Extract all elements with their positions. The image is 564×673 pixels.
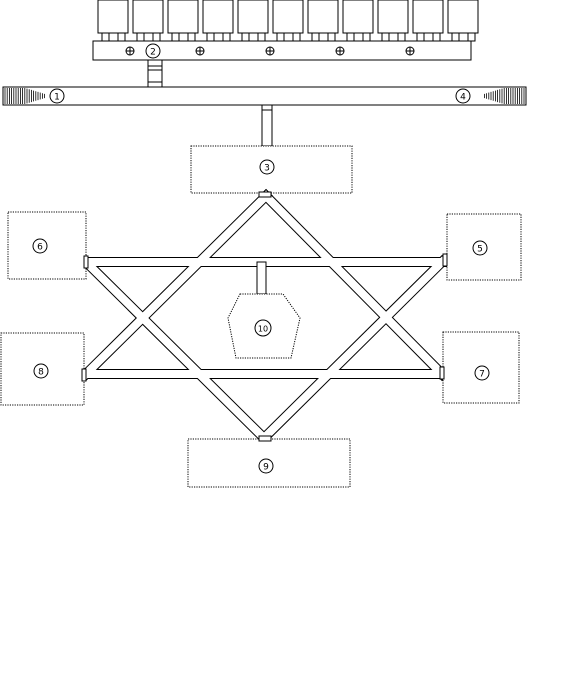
- upper-cells-row: [97, 0, 479, 42]
- marker-3-label: 3: [264, 164, 270, 174]
- marker-6: 6: [32, 238, 48, 254]
- upper-cell: [132, 0, 164, 42]
- upper-cell: [237, 0, 269, 42]
- marker-1: 1: [49, 88, 65, 104]
- marker-1-label: 1: [54, 93, 60, 103]
- marker-10: 10: [254, 319, 272, 337]
- upper-cell: [97, 0, 129, 42]
- marker-8: 8: [33, 363, 49, 379]
- long-hall: [2, 86, 527, 106]
- upper-cell: [307, 0, 339, 42]
- marker-10-label: 10: [258, 325, 268, 334]
- upper-cell: [202, 0, 234, 42]
- marker-6-label: 6: [37, 243, 43, 253]
- grate-icon: [125, 46, 135, 56]
- marker-7: 7: [474, 365, 490, 381]
- marker-9: 9: [258, 458, 274, 474]
- upper-cell: [342, 0, 374, 42]
- room-2-gallery: [92, 40, 472, 61]
- connector-gallery-hall: [147, 59, 163, 89]
- grate-icon: [405, 46, 415, 56]
- marker-2-label: 2: [150, 48, 156, 58]
- grate-icon: [265, 46, 275, 56]
- upper-cell: [167, 0, 199, 42]
- marker-5: 5: [472, 240, 488, 256]
- connector-hall-room-3: [261, 104, 273, 147]
- room-10: [227, 261, 301, 359]
- marker-3: 3: [259, 159, 275, 175]
- marker-7-label: 7: [479, 370, 485, 380]
- gallery-grates: [125, 46, 415, 56]
- upper-cell: [272, 0, 304, 42]
- upper-cell: [447, 0, 479, 42]
- marker-4-label: 4: [460, 93, 466, 103]
- upper-cell: [412, 0, 444, 42]
- star-corridors: [78, 188, 450, 446]
- hall-stairs-left: [4, 88, 45, 104]
- upper-cell: [377, 0, 409, 42]
- marker-2: 2: [145, 43, 161, 59]
- marker-5-label: 5: [477, 245, 483, 255]
- grate-icon: [195, 46, 205, 56]
- marker-8-label: 8: [38, 368, 44, 378]
- grate-icon: [335, 46, 345, 56]
- marker-9-label: 9: [263, 463, 269, 473]
- doors: [81, 191, 448, 442]
- hall-stairs-right: [483, 88, 525, 104]
- marker-4: 4: [455, 88, 471, 104]
